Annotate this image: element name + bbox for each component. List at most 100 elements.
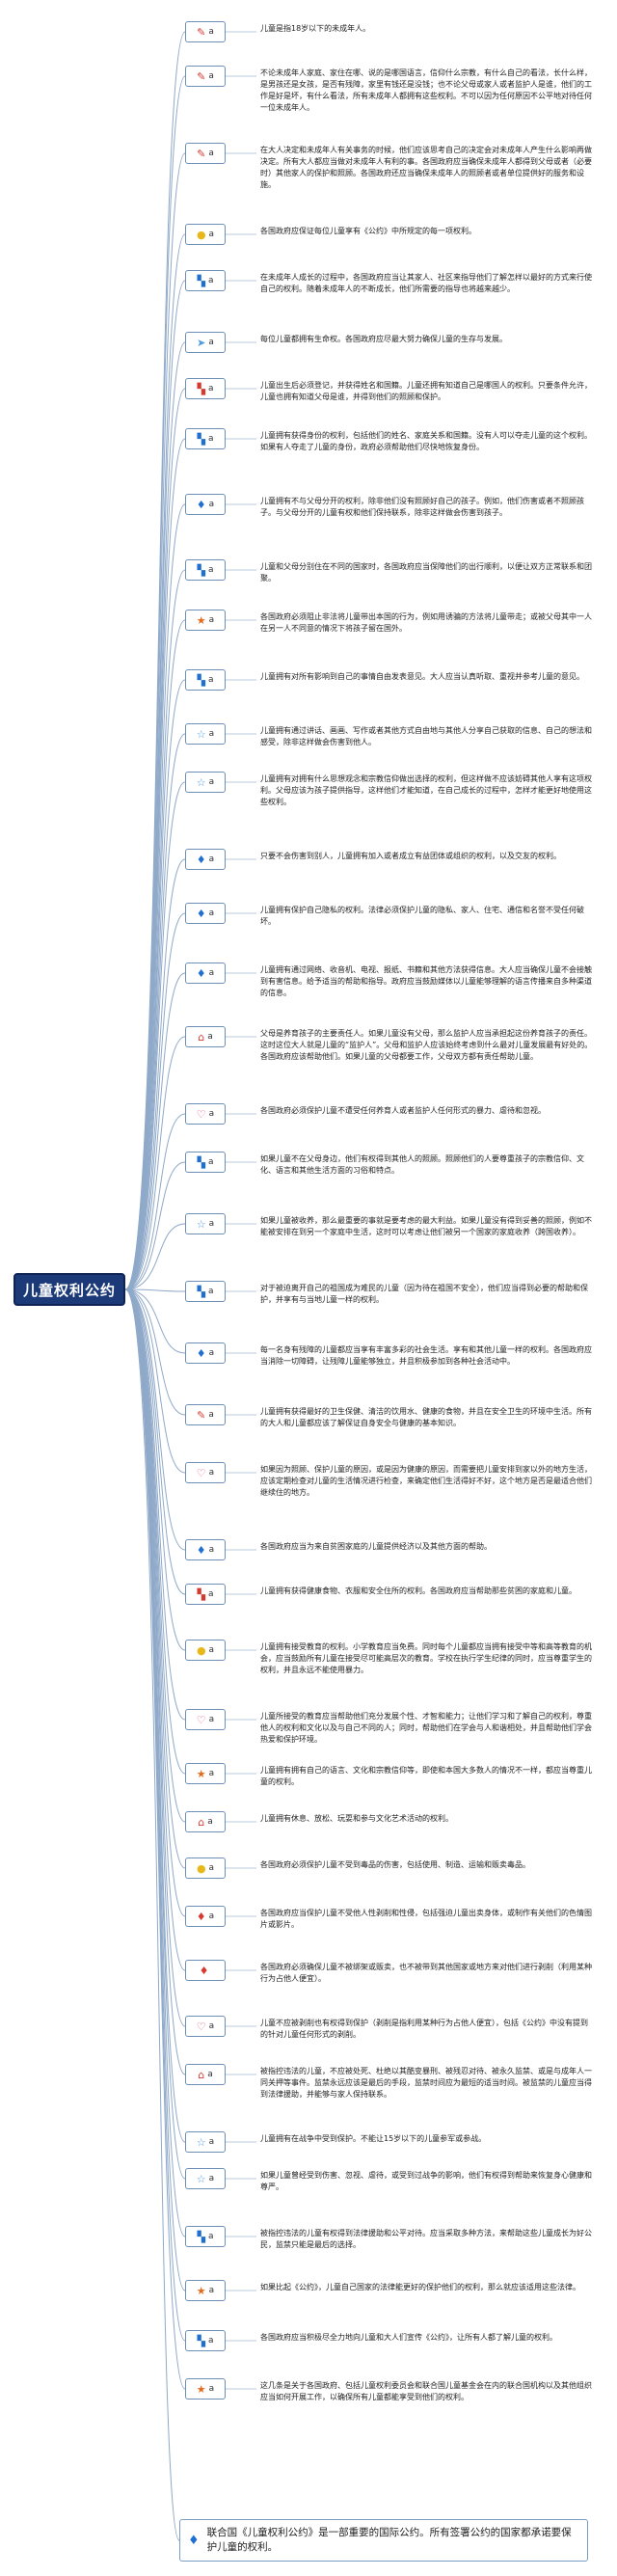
branch-tag[interactable]: ♡a — [185, 1462, 226, 1483]
connector-line — [124, 1288, 186, 1775]
branch-tag[interactable]: ⌂a — [185, 2064, 226, 2085]
branch-tag[interactable]: ⌂a — [185, 1026, 226, 1047]
branch-tag[interactable]: ▚a — [185, 1281, 226, 1302]
flag-icon: ▚ — [197, 673, 205, 687]
branch-tag[interactable]: ▚a — [185, 1584, 226, 1605]
branch-text: 各国政府必须保护儿童不受到毒品的伤害，包括使用、制造、运输和贩卖毒品。 — [260, 1860, 530, 1869]
branch-tag[interactable]: ▚a — [185, 378, 226, 399]
branch-tag[interactable]: ✎a — [185, 66, 226, 87]
tag-badge: a — [208, 2384, 215, 2394]
fire-icon: ♦ — [196, 1346, 206, 1360]
branch-tag[interactable]: ●a — [185, 224, 226, 245]
branch-tag[interactable]: ♡a — [185, 1709, 226, 1730]
branch-tag[interactable]: ♦a — [185, 1539, 226, 1560]
heart-icon: ♡ — [196, 2020, 206, 2033]
branch-tag[interactable]: ☆a — [185, 723, 226, 745]
connector-line — [124, 152, 186, 1290]
tool-icon: ✎ — [197, 69, 206, 83]
branch-tag[interactable]: ★a — [185, 610, 226, 631]
tag-badge: a — [207, 1032, 213, 1042]
final-node[interactable]: ♦ 联合国《儿童权利公约》是一部重要的国际公约。所有签署公约的国家都承诺要保护儿… — [179, 2519, 588, 2562]
star-icon: ★ — [196, 613, 206, 627]
final-text: 联合国《儿童权利公约》是一部重要的国际公约。所有签署公约的国家都承诺要保护儿童的… — [206, 2527, 572, 2553]
branch-tag[interactable]: ★a — [185, 1763, 226, 1784]
branch-text: 儿童出生后必须登记，并获得姓名和国籍。儿童还拥有知道自己是哪国人的权利。只要条件… — [260, 381, 592, 401]
connector-line — [124, 75, 186, 1290]
branch-tag[interactable]: ♦a — [185, 903, 226, 924]
branch-tag[interactable]: ▚a — [185, 2330, 226, 2351]
branch-text: 儿童拥有拥有自己的语言、文化和宗教信仰等，即使和本国大多数人的情况不一样，都应当… — [260, 1766, 592, 1786]
connector-line — [124, 1288, 186, 1354]
tag-badge: a — [207, 1589, 214, 1599]
tag-badge: a — [208, 1545, 215, 1555]
connector-line — [124, 858, 186, 1290]
branch-text: 各国政府应当为来自贫困家庭的儿童提供经济以及其他方面的帮助。 — [260, 1542, 492, 1551]
branch-tag[interactable]: ●a — [185, 1857, 226, 1879]
connector-line — [124, 1288, 186, 1416]
bulb-icon: ● — [196, 1861, 206, 1875]
branch-tag[interactable]: ♦a — [185, 1342, 226, 1364]
connector-line — [124, 1288, 186, 1869]
branch-text: 儿童拥有对拥有什么思想观念和宗教信仰做出选择的权利，但这样做不应该妨碍其他人享有… — [260, 774, 592, 806]
home-icon: ⌂ — [198, 1030, 205, 1044]
branch-text: 这几条是关于各国政府、包括儿童权利委员会和联合国儿童基金会在内的联合国机构以及其… — [260, 2381, 592, 2401]
fire-icon: ♦ — [196, 1910, 206, 1923]
branch-tag[interactable]: ★a — [185, 2378, 226, 2400]
branch-tag[interactable]: ★a — [185, 2280, 226, 2301]
tag-badge: a — [207, 675, 214, 685]
fire-icon: ♦ — [188, 2533, 200, 2548]
branch-tag[interactable]: ▚a — [185, 2226, 226, 2247]
branch-tag[interactable]: ➤a — [185, 332, 226, 353]
flag-icon: ▚ — [197, 1285, 205, 1298]
root-node[interactable]: 儿童权利公约 — [13, 1273, 125, 1306]
branch-text: 儿童拥有不与父母分开的权利，除非他们没有照顾好自己的孩子。例如，他们伤害或者不照… — [260, 497, 584, 517]
branch-tag[interactable]: ✎a — [185, 21, 226, 42]
branch-text: 儿童和父母分别住在不同的国家时，各国政府应当保障他们的出行顺利，以便让双方正常联… — [260, 562, 592, 583]
branch-tag[interactable]: ♦a — [185, 494, 226, 515]
branch-tag[interactable]: ✎a — [185, 143, 226, 164]
branch-tag[interactable]: ☆a — [185, 772, 226, 793]
branch-tag[interactable]: ▚a — [185, 270, 226, 291]
flag-icon: ▚ — [197, 2230, 205, 2243]
branch-tag[interactable]: ▚a — [185, 428, 226, 449]
connector-line — [124, 1288, 186, 1721]
branch-tag[interactable]: ▚a — [185, 1152, 226, 1173]
connector-line — [124, 733, 186, 1290]
bulb-icon: ● — [196, 1643, 206, 1657]
branch-tag[interactable]: ♡a — [185, 2016, 226, 2037]
tag-badge: a — [208, 1410, 214, 1420]
branch-tag[interactable]: ♡a — [185, 1103, 226, 1125]
branch-tag[interactable]: ☆a — [185, 2131, 226, 2153]
tool-icon: ✎ — [197, 147, 206, 160]
branch-text: 如果因为照顾、保护儿童的原因，或是因为健康的原因，而需要把儿童安排到家以外的地方… — [260, 1465, 592, 1497]
branch-tag[interactable]: ♦ — [185, 1960, 226, 1981]
tag-badge: a — [207, 434, 214, 444]
branch-text: 儿童拥有保护自己隐私的权利。法律必须保护儿童的隐私、家人、住宅、通信和名誉不受任… — [260, 906, 584, 926]
branch-tag[interactable]: ▚a — [185, 669, 226, 691]
tag-badge: a — [208, 777, 215, 787]
branch-tag[interactable]: ♦a — [185, 849, 226, 870]
branch-tag[interactable]: ♦a — [185, 963, 226, 984]
branch-text: 儿童所接受的教育应当帮助他们充分发展个性、才智和能力；让他们学习和了解自己的权利… — [260, 1712, 592, 1744]
branch-text: 只要不会伤害到别人，儿童拥有加入或者成立有益团体或组织的权利，以及交友的权利。 — [260, 852, 561, 860]
tag-badge: a — [208, 968, 215, 978]
connector-line — [124, 1288, 186, 1551]
branch-tag[interactable]: ☆a — [185, 1213, 226, 1234]
branch-tag[interactable]: ♦a — [185, 1906, 226, 1927]
branch-tag[interactable]: ⌂a — [185, 1811, 226, 1832]
branch-text: 儿童拥有对所有影响到自己的事情自由发表意见。大人应当认真听取、重视并参考儿童的意… — [260, 672, 584, 681]
branch-text: 被指控违法的儿童有权得到法律援助和公平对待。应当采取多种方法，来帮助这些儿童成长… — [260, 2229, 592, 2249]
branch-text: 不论未成年人家庭、家住在哪、说的是哪国语言，信仰什么宗教，有什么自己的看法，长什… — [260, 68, 592, 112]
tag-badge: a — [207, 1287, 214, 1296]
tag-badge: a — [208, 1348, 215, 1358]
fire-icon: ♦ — [196, 498, 206, 511]
branch-text: 各国政府应当积极尽全力地向儿童和大人们宣传《公约》，让所有人都了解儿童的权利。 — [260, 2333, 557, 2342]
tag-badge: a — [207, 2070, 213, 2079]
branch-text: 在未成年人成长的过程中，各国政府应当让其家人、社区来指导他们了解怎样以最好的方式… — [260, 273, 592, 293]
branch-tag[interactable]: ☆a — [185, 2168, 226, 2189]
branch-tag[interactable]: ✎a — [185, 1404, 226, 1425]
branch-tag[interactable]: ▚a — [185, 559, 226, 581]
branch-text: 儿童不应被剥削也有权得到保护（剥削是指利用某种行为占他人便宜），包括《公约》中没… — [260, 2019, 588, 2039]
connector-line — [124, 1288, 186, 2390]
branch-tag[interactable]: ●a — [185, 1640, 226, 1661]
